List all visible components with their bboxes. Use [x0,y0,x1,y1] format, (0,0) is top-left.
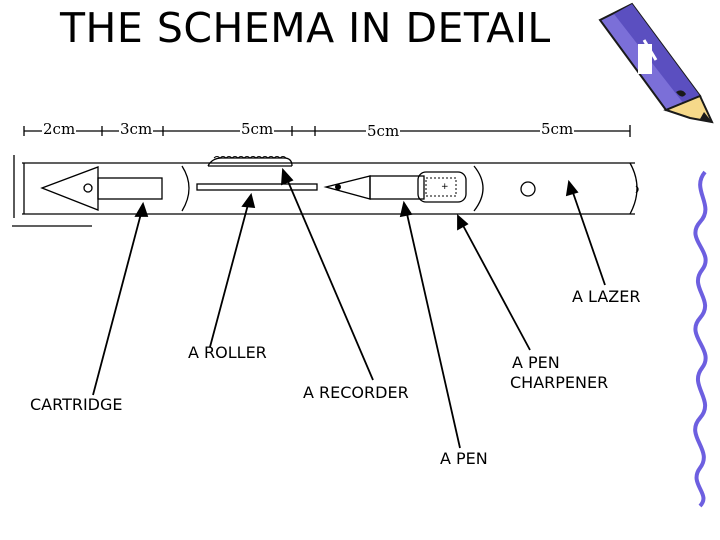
cartridge-pointer [92,205,144,396]
label-cartridge: CARTRIDGE [30,395,123,414]
svg-text:+: + [441,182,449,192]
roller-housing [207,157,293,167]
dimension-label-3: 5cm [240,120,275,138]
decorative-squiggle [693,170,708,508]
cartridge-nib [40,166,99,211]
recorder-box [417,171,467,203]
dimension-label-1: 2cm [42,120,77,138]
label-pen-sharpener-line2: CHARPENER [510,373,609,392]
roller-pointer [209,196,251,348]
cartridge-body [97,177,163,200]
lazer-pointer [569,183,606,286]
cartridge-arrowhead [134,201,149,217]
recorder-pointer [283,171,374,381]
label-recorder: A RECORDER [303,383,409,402]
pencil-icon [598,2,714,124]
slide-title: THE SCHEMA IN DETAIL [60,4,551,52]
separator-left [181,165,190,212]
sharpener-pointer [458,217,531,351]
roller-bar [196,183,318,191]
dimension-label-2: 3cm [119,120,154,138]
label-lazer: A LAZER [572,287,641,306]
pen-tip [323,175,371,200]
label-pen: A PEN [440,449,488,468]
sharpener-curve [473,165,484,212]
label-pen-sharpener-line1: A PEN [512,353,560,372]
label-roller: A ROLLER [188,343,267,362]
dimension-label-5: 5cm [540,120,575,138]
lazer-aperture [520,181,536,197]
pen-body [369,175,425,200]
dimension-label-4: 5cm [366,122,401,140]
pen-pointer [404,204,461,449]
